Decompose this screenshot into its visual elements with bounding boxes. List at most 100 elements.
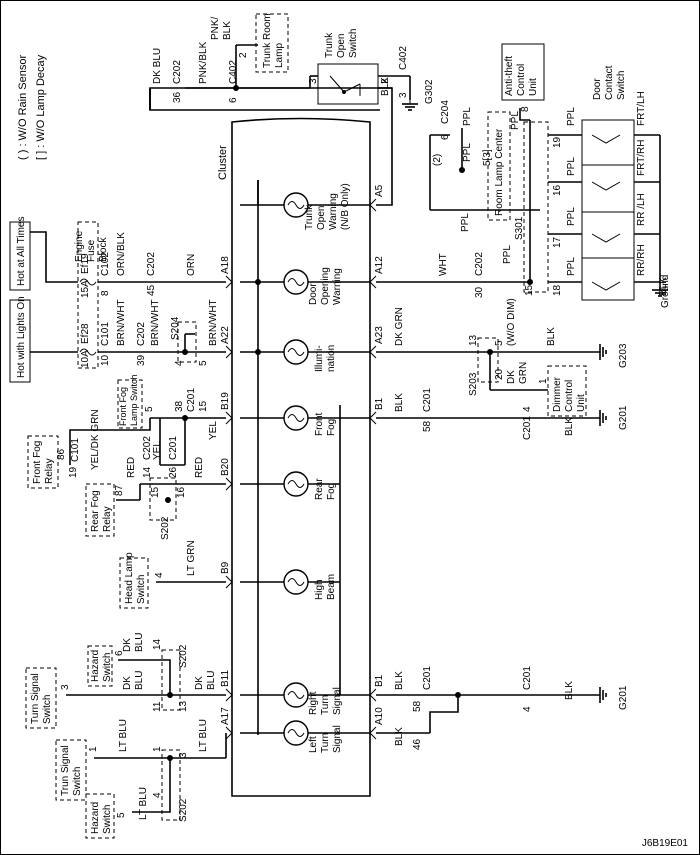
label-c202-ff: C202 [142,436,153,460]
pin-a22: A22 [220,326,231,344]
svg-text:LT BLU: LT BLU [118,719,129,752]
label-ppl-4: PPL [566,257,577,276]
svg-text:BLK: BLK [394,393,405,412]
svg-text:5[3]: 5[3] [482,149,493,166]
fuse-ef28 [79,348,97,356]
bulb-front-fog [240,405,370,431]
label-c202-wht: C202 [474,252,485,276]
svg-text:Engine: Engine [74,230,85,262]
label-pin16-s301: 16 [552,184,563,196]
svg-text:15A: 15A [80,280,91,298]
label-pin19-s301: 19 [552,136,563,148]
svg-text:High: High [314,579,325,600]
svg-text:Control: Control [564,380,575,412]
label-pin19: 19 [68,466,79,478]
label-orn: ORN [186,254,197,276]
svg-text:5: 5 [494,340,505,346]
label-pin17-s301: 17 [552,236,563,248]
pin-b20: B20 [220,458,231,476]
bulb-door-warning [240,269,370,295]
label-pin4-lt: 4 [152,792,163,798]
label-dk-blu-top: DK BLU [152,48,163,84]
svg-text:LT BLU: LT BLU [198,719,209,752]
svg-text:[ ] : W/O Lamp Decay: [ ] : W/O Lamp Decay [35,54,47,160]
svg-text:S301: S301 [514,216,525,240]
svg-text:Switch: Switch [42,695,53,724]
svg-text:nation: nation [326,345,337,372]
power-hot-all-times: Hot at All Times [9,217,31,291]
label-ppl-2: PPL [566,157,577,176]
pin-a17: A17 [220,707,231,725]
label-pin4-s204: 4 [174,360,185,366]
legend-bracket: [ ] : W/O Lamp Decay [35,54,47,160]
svg-text:A10: A10 [374,707,385,725]
svg-text:C201: C201 [168,436,179,460]
label-pnk-blk-stack: PNK/BLK [210,16,233,40]
bulb-right-turn [240,682,370,708]
svg-text:Left: Left [308,736,319,753]
svg-text:5: 5 [198,360,209,366]
svg-text:19: 19 [552,136,563,148]
svg-text:BLK: BLK [394,671,405,690]
label-s301: S301 [514,216,525,240]
svg-text:PNK/: PNK/ [210,16,221,40]
bulb-label-front-fog: Front Fog [314,412,337,436]
label-pin58-bottom: 58 [412,700,423,712]
label-pin30: 30 [474,286,485,298]
svg-text:Hazard: Hazard [90,650,101,682]
label-rr-rh: RR/RH [636,244,647,276]
ground-g302 [402,100,418,111]
pin-a5: A5 [374,184,385,197]
svg-text:BLU: BLU [134,671,145,690]
wire-lt-blu-hazard [132,758,171,813]
label-pin20: 20 [494,368,505,380]
svg-text:S204: S204 [170,316,181,340]
svg-text:Rear: Rear [314,478,325,500]
label-c101: C101 [100,322,111,346]
room-lamp-center: Room Lamp Center [487,111,511,221]
bulb-high-beam [240,569,340,595]
svg-text:Front: Front [314,412,325,436]
label-c204: C204 [440,100,451,124]
label-g302: G302 [424,79,435,104]
svg-text:A12: A12 [374,256,385,274]
svg-text:58: 58 [412,700,423,712]
svg-text:YEL: YEL [152,441,163,460]
svg-text:1: 1 [88,746,99,752]
label-pin2-trunk: 2 [380,78,391,84]
svg-text:A18: A18 [220,256,231,274]
label-wht: WHT [438,253,449,276]
label-brn-wht-a: BRN/WHT [116,299,127,346]
svg-text:38: 38 [174,400,185,412]
label-blk-door: BLK [658,277,669,296]
label-blk-g203: BLK [546,327,557,346]
svg-text:Turn: Turn [320,733,331,753]
splice-s202-rf [149,477,177,521]
splice-s204 [177,321,197,363]
label-pin5-s204: 5 [198,360,209,366]
svg-text:Relay: Relay [102,506,113,532]
label-orn-blk: ORN/BLK [116,232,127,276]
label-pnk-blk: PNK/BLK [198,41,209,84]
svg-text:C202: C202 [142,436,153,460]
svg-text:YEL: YEL [208,421,219,440]
svg-text:PPL: PPL [566,107,577,126]
svg-text:14: 14 [152,638,163,650]
label-c201-b1-bottom: C201 [422,666,433,690]
svg-text:(W/O DIM): (W/O DIM) [506,298,517,346]
svg-text:2: 2 [380,78,391,84]
svg-text:DK BLU: DK BLU [152,48,163,84]
splice-s203 [477,337,499,383]
svg-text:19: 19 [68,466,79,478]
splice-s301 [523,121,549,293]
svg-text:DK GRN: DK GRN [394,307,405,346]
svg-text:A22: A22 [220,326,231,344]
legend-paren: ( ) : W/O Rain Sensor [17,55,29,160]
svg-text:FRT/RH: FRT/RH [636,140,647,176]
svg-text:Hot at All Times: Hot at All Times [16,217,27,286]
